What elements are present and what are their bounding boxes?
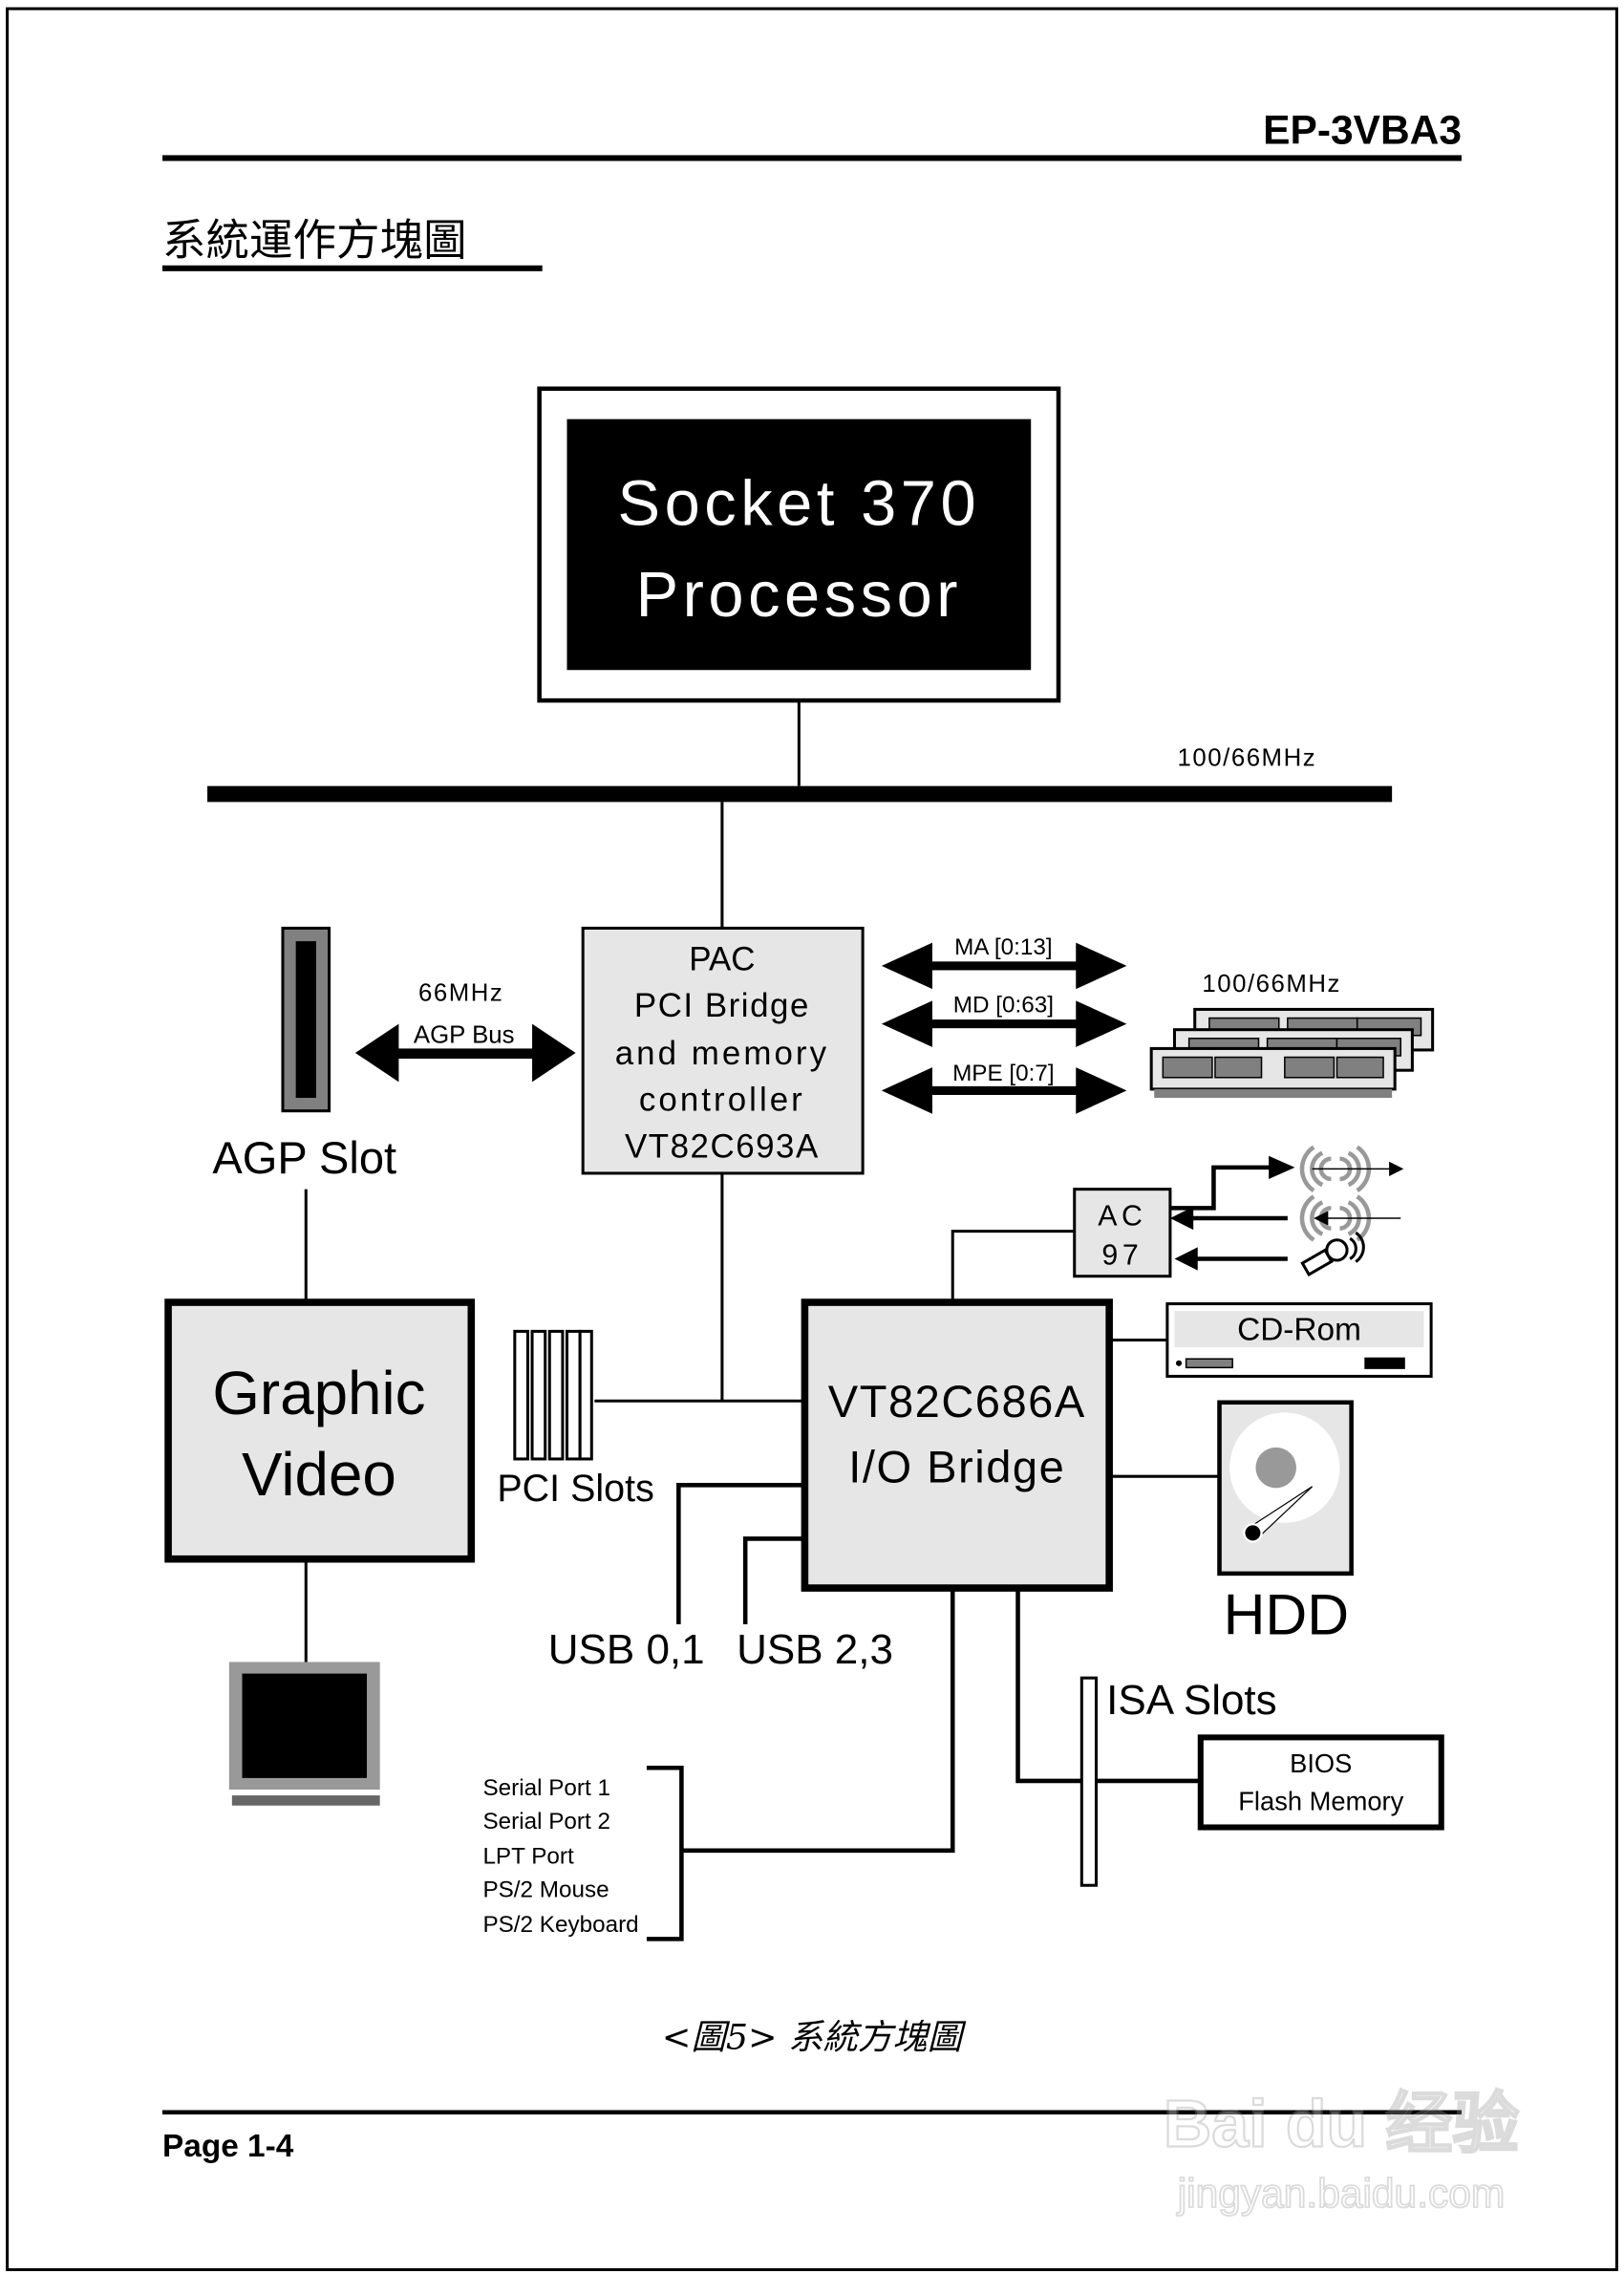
usb01-line bbox=[676, 1483, 805, 1624]
header-rule bbox=[162, 155, 1462, 161]
agp-slot-label: AGP Slot bbox=[212, 1132, 396, 1183]
ac97-line1: AC bbox=[1098, 1201, 1146, 1233]
south-bridge-line2: I/O Bridge bbox=[848, 1441, 1065, 1491]
agp-bus-label: AGP Bus bbox=[414, 1021, 515, 1048]
memory-signal-label: MD [0:63] bbox=[953, 992, 1054, 1018]
north-bridge-line: PCI Bridge bbox=[634, 987, 810, 1024]
graphic-video-line1: Graphic bbox=[212, 1359, 425, 1427]
md-arrow bbox=[881, 1000, 1127, 1047]
bios-block bbox=[1197, 1734, 1444, 1831]
north-bridge-block bbox=[581, 926, 865, 1175]
watermark-brand: Bai du 经验 bbox=[1164, 2086, 1520, 2160]
ac97-line2: 97 bbox=[1101, 1240, 1143, 1272]
ac97-block bbox=[1073, 1188, 1172, 1278]
section-title-underline bbox=[162, 265, 543, 271]
processor-line2: Processor bbox=[636, 560, 963, 631]
ma-arrow bbox=[881, 942, 1127, 990]
audio-arrows bbox=[1169, 1155, 1295, 1271]
north-bridge-line: controller bbox=[639, 1082, 805, 1119]
page-number: Page 1-4 bbox=[162, 2129, 294, 2164]
mpe-arrow bbox=[881, 1067, 1127, 1114]
south-bridge-block bbox=[801, 1298, 1113, 1592]
isa-slot-icon bbox=[1079, 1676, 1099, 1887]
cdrom-label: CD-Rom bbox=[1237, 1312, 1361, 1347]
host-bus-speed: 100/66MHz bbox=[1178, 744, 1317, 771]
usb-label: USB 2,3 bbox=[737, 1626, 893, 1673]
memory-speed-label: 100/66MHz bbox=[1202, 971, 1341, 998]
io-port-label: Serial Port 1 bbox=[482, 1775, 610, 1801]
bios-line1: BIOS bbox=[1290, 1748, 1352, 1778]
monitor-icon bbox=[228, 1662, 380, 1806]
usb-label: USB 0,1 bbox=[548, 1626, 705, 1673]
io-port-label: PS/2 Keyboard bbox=[482, 1912, 638, 1938]
watermark-url: jingyan.baidu.com bbox=[1176, 2172, 1506, 2217]
processor-block: Socket 370 Processor bbox=[537, 386, 1061, 703]
processor-line1: Socket 370 bbox=[618, 468, 981, 539]
north-bridge-line: and memory bbox=[615, 1035, 829, 1072]
memory-modules-icon bbox=[1149, 1007, 1435, 1099]
line-in-icon bbox=[1299, 1194, 1401, 1242]
agp-slot-icon bbox=[281, 926, 331, 1113]
pci-slots-icon bbox=[513, 1329, 593, 1461]
baidu-watermark: Bai du 经验 jingyan.baidu.com bbox=[1163, 2085, 1521, 2218]
north-bridge-line: PAC bbox=[689, 940, 755, 977]
graphic-video-line2: Video bbox=[242, 1440, 396, 1509]
agp-speed-label: 66MHz bbox=[418, 979, 503, 1006]
memory-signal-label: MPE [0:7] bbox=[952, 1061, 1055, 1086]
southbridge-to-io-line bbox=[681, 1588, 955, 1854]
io-ports-bracket bbox=[646, 1765, 684, 1941]
microphone-icon bbox=[1300, 1231, 1365, 1277]
footer-rule bbox=[162, 2110, 1462, 2115]
ac97-to-southbridge-line bbox=[951, 1230, 1075, 1301]
agp-bus-arrow bbox=[354, 1023, 576, 1083]
bios-line2: Flash Memory bbox=[1238, 1786, 1403, 1815]
memory-signal-arrows bbox=[881, 942, 1127, 1114]
isa-slots-label: ISA Slots bbox=[1106, 1677, 1277, 1724]
south-bridge-line1: VT82C686A bbox=[828, 1376, 1086, 1427]
southbridge-to-isa-line bbox=[1015, 1588, 1082, 1784]
cdrom-drive-icon bbox=[1165, 1302, 1433, 1378]
hdd-label: HDD bbox=[1224, 1582, 1350, 1647]
figure-caption: <圖5> 系統方塊圖 bbox=[662, 2017, 967, 2058]
io-port-label: PS/2 Mouse bbox=[482, 1877, 609, 1902]
north-bridge-line: VT82C693A bbox=[625, 1127, 820, 1165]
section-title: 系統運作方塊圖 bbox=[162, 216, 467, 265]
usb23-line bbox=[742, 1536, 805, 1624]
speaker-out-icon bbox=[1299, 1145, 1404, 1193]
page-border bbox=[6, 7, 1618, 2271]
memory-signal-label: MA [0:13] bbox=[954, 934, 1053, 960]
io-port-label: Serial Port 2 bbox=[482, 1809, 610, 1834]
hdd-icon bbox=[1217, 1400, 1354, 1577]
pci-slots-label: PCI Slots bbox=[497, 1468, 653, 1510]
model-name: EP-3VBA3 bbox=[1263, 108, 1462, 153]
graphic-video-block bbox=[164, 1298, 476, 1563]
io-port-label: LPT Port bbox=[482, 1843, 574, 1869]
host-bus bbox=[207, 785, 1393, 803]
